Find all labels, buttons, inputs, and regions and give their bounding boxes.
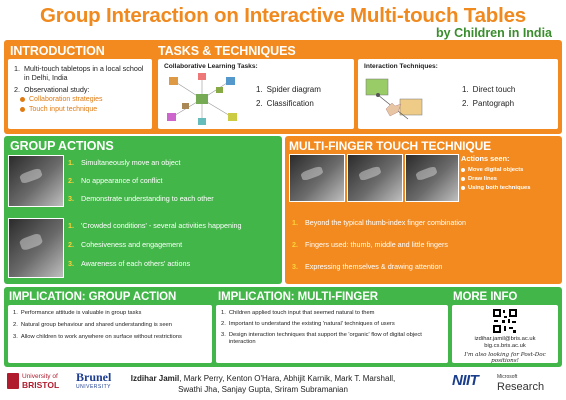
list-item: 2.Cohesiveness and engagement <box>68 240 183 249</box>
interaction-techniques-box: Interaction Techniques: 1.Direct touch 2… <box>358 59 558 129</box>
bullet-icon <box>20 107 25 112</box>
action-item: Move digital objects <box>461 167 559 173</box>
list-item: 2.Fingers used: thumb, middle and little… <box>292 240 449 249</box>
bristol-crest-icon <box>7 373 19 389</box>
bullet-icon <box>461 168 465 172</box>
list-item: 3.Expressing themselves & drawing attent… <box>292 262 443 271</box>
bullet-icon <box>20 97 25 102</box>
list-item: 1.Simultaneously move an object <box>68 158 181 167</box>
group-actions-heading: GROUP ACTIONS <box>10 139 114 153</box>
action-item: Using both techniques <box>461 185 559 191</box>
contact-email[interactable]: izdihar.jamil@bris.ac.uk <box>474 336 536 342</box>
actions-seen-label: Actions seen: <box>461 154 510 163</box>
list-item: 1.Spider diagram <box>256 85 321 94</box>
microsoft-research-logo: Microsoft Research <box>497 374 545 393</box>
tasks-heading: TASKS & TECHNIQUES <box>158 44 296 58</box>
collab-tasks-box: Collaborative Learning Tasks: 1.Spider d… <box>158 59 354 129</box>
list-item: 3.Design interaction techniques that sup… <box>221 332 422 345</box>
actions-seen-box: Actions seen: Move digital objects Draw … <box>461 154 559 202</box>
bristol-logo: University of BRISTOL <box>7 373 59 389</box>
group-actions-bottom-list: 1.'Crowded conditions' - several activit… <box>68 221 280 271</box>
list-item: 1.'Crowded conditions' - several activit… <box>68 221 242 230</box>
introduction-sublist: Collaboration strategies Touch input tec… <box>14 95 146 114</box>
spider-diagram-icon <box>167 73 237 125</box>
bullet-icon <box>461 177 465 181</box>
multi-finger-list: 1.Beyond the typical thumb-index finger … <box>292 218 466 274</box>
implication-group-heading: IMPLICATION: GROUP ACTION <box>9 291 177 303</box>
authors-line-1: Izdihar Jamil, Mark Perry, Kenton O'Hara… <box>130 374 396 383</box>
list-item: 2.Important to understand the existing '… <box>221 321 395 327</box>
list-item: 1.Children applied touch input that seem… <box>221 310 375 316</box>
interaction-label: Interaction Techniques: <box>364 63 438 70</box>
interaction-list: 1.Direct touch 2.Pantograph <box>462 85 515 113</box>
introduction-heading: INTRODUCTION <box>10 44 105 58</box>
more-info-box: izdihar.jamil@bris.ac.uk big.cs.bris.ac.… <box>452 305 558 364</box>
introduction-list: 1.Multi-touch tabletops in a local schoo… <box>14 64 146 94</box>
contact-website[interactable]: big.cs.bris.ac.uk <box>484 343 526 349</box>
group-actions-top-list: 1.Simultaneously move an object 2.No app… <box>68 158 214 206</box>
list-item: Collaboration strategies <box>20 95 146 104</box>
implication-group-box: 1.Performance attitude is valuable in gr… <box>8 305 212 363</box>
multi-finger-heading: MULTI-FINGER TOUCH TECHNIQUE <box>289 139 492 153</box>
list-item: 2.Natural group behaviour and shared und… <box>13 322 172 328</box>
bristol-wordmark: University of BRISTOL <box>22 373 60 390</box>
implication-finger-list: 1.Children applied touch input that seem… <box>221 310 443 346</box>
finger-photo-2 <box>347 154 403 202</box>
list-item: 3.Awareness of each others' actions <box>68 259 191 268</box>
list-item: 2.Classification <box>256 99 314 108</box>
list-item: 1.Direct touch <box>462 85 516 94</box>
pantograph-icon <box>365 78 423 120</box>
collab-label: Collaborative Learning Tasks: <box>164 63 258 70</box>
finger-photo-1 <box>289 154 345 202</box>
action-item: Draw lines <box>461 176 559 182</box>
list-item: 2.Observational study: <box>14 85 90 94</box>
list-item: 3.Demonstrate understanding to each othe… <box>68 194 214 203</box>
list-item: Touch input technique <box>20 105 146 114</box>
niit-logo: NIIT <box>452 372 479 389</box>
group-photo-top <box>8 155 64 207</box>
poster-subtitle: by Children in India <box>436 26 552 40</box>
introduction-box: 1.Multi-touch tabletops in a local schoo… <box>8 59 152 129</box>
authors: Izdihar Jamil, Mark Perry, Kenton O'Hara… <box>128 373 398 395</box>
list-item: 1.Multi-touch tabletops in a local schoo… <box>14 64 144 82</box>
list-item: 3.Allow children to work anywhere on sur… <box>13 334 182 340</box>
tagline: I'm also looking for Post-Doc positions! <box>464 352 546 364</box>
list-item: 1.Performance attitude is valuable in gr… <box>13 310 142 316</box>
implication-finger-heading: IMPLICATION: MULTI-FINGER <box>218 291 378 303</box>
bullet-icon <box>461 186 465 190</box>
implication-finger-box: 1.Children applied touch input that seem… <box>216 305 448 363</box>
list-item: 1.Beyond the typical thumb-index finger … <box>292 218 467 227</box>
authors-line-2: Swathi Jha, Sanjay Gupta, Sriram Subrama… <box>178 385 348 394</box>
finger-photo-3 <box>405 154 459 202</box>
implication-group-list: 1.Performance attitude is valuable in gr… <box>13 310 207 341</box>
group-photo-bottom <box>8 218 64 278</box>
brunel-logo: Brunel UNIVERSITY <box>76 370 112 390</box>
list-item: 2.Pantograph <box>462 99 515 108</box>
qr-code-icon <box>492 308 518 334</box>
list-item: 2.No appearance of conflict <box>68 176 163 185</box>
poster-title: Group Interaction on Interactive Multi-t… <box>39 4 526 27</box>
collab-tasks-list: 1.Spider diagram 2.Classification <box>256 85 321 113</box>
more-info-heading: MORE INFO <box>453 291 518 303</box>
